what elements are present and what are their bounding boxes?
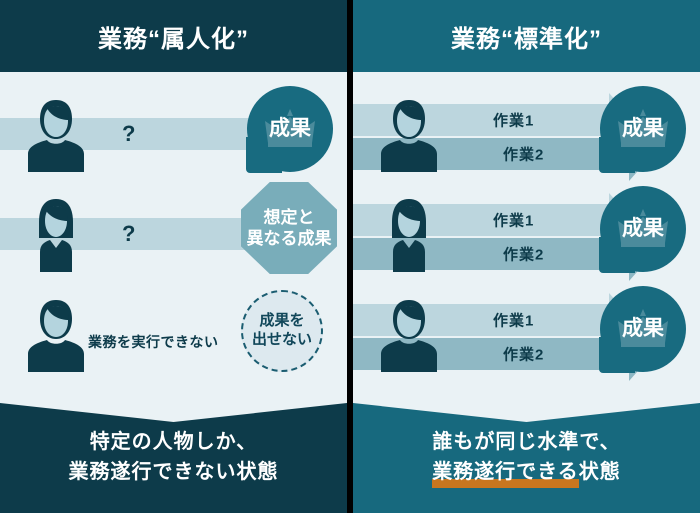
right-footer-line-1: 誰もが同じ水準で、: [432, 430, 621, 453]
left-row-2-badge-line2: 異なる成果: [246, 229, 332, 248]
crown-icon: [618, 209, 668, 247]
right-row-1-outcome-badge: 成果: [599, 86, 686, 173]
crown-icon: [265, 109, 315, 147]
left-panel-header: 業務“属人化”: [0, 0, 347, 72]
badge-tail-shape: [246, 137, 282, 173]
left-row-3-badge-line1: 成果を: [259, 312, 305, 330]
left-row-2-arrow-label: ?: [122, 221, 137, 246]
right-row-1-arrow-2-label: 作業2: [503, 146, 545, 164]
right-row-2-arrow-1-label: 作業1: [493, 212, 535, 230]
crown-icon: [618, 309, 668, 347]
left-row-2: ? 想定と 異なる成果: [0, 182, 347, 282]
crown-icon: [618, 109, 668, 147]
left-panel: 業務“属人化” ?: [0, 0, 347, 513]
left-row-1-outcome-badge: 成果: [246, 86, 333, 173]
right-footer-line-2-rest: 状態: [578, 460, 621, 483]
badge-tail-shape: [599, 237, 635, 273]
right-row-3: 作業1 作業2: [353, 282, 700, 382]
right-row-2-badge-label: 成果: [622, 216, 664, 240]
left-row-3-badge-line2: 出せない: [251, 331, 312, 348]
right-row-3-badge-label: 成果: [622, 316, 664, 340]
right-panel-body: 作業1 作業2: [353, 72, 700, 400]
left-row-3-status-text: 業務を実行できない: [88, 334, 219, 350]
right-panel: 業務“標準化” 作業1 作業2: [353, 0, 700, 513]
left-row-1: ? 成果: [0, 82, 347, 182]
right-row-1-badge-label: 成果: [622, 116, 664, 140]
left-footer-line-1: 特定の人物しか、: [89, 430, 258, 453]
left-row-1-arrow-label: ?: [122, 121, 137, 146]
right-footer-line-2: 業務遂行できる状態: [432, 457, 621, 488]
right-row-1: 作業1 作業2: [353, 82, 700, 182]
person-male-icon: [377, 94, 441, 172]
right-panel-footer: 誰もが同じ水準で、 業務遂行できる状態: [353, 400, 700, 513]
right-row-3-outcome-badge: 成果: [599, 286, 686, 373]
right-row-3-arrow-1-label: 作業1: [493, 312, 535, 330]
person-male-icon: [24, 294, 88, 372]
left-row-1-badge-label: 成果: [269, 116, 311, 140]
right-row-2-outcome-badge: 成果: [599, 186, 686, 273]
person-male-icon: [24, 94, 88, 172]
badge-tail-shape: [599, 137, 635, 173]
left-panel-body: ? 成果: [0, 72, 347, 400]
footer-notch-shape: [353, 400, 700, 422]
left-row-2-outcome-badge: 想定と 異なる成果: [241, 182, 337, 274]
left-row-3: 業務を実行できない 成果を 出せない: [0, 282, 347, 382]
right-row-2-arrow-2-label: 作業2: [503, 246, 545, 264]
left-footer-line-2: 業務遂行できない状態: [68, 460, 279, 483]
right-row-2: 作業1 作業2: [353, 182, 700, 282]
person-male-icon: [377, 294, 441, 372]
footer-notch-shape: [0, 400, 347, 422]
left-row-3-outcome-badge: 成果を 出せない: [241, 290, 323, 372]
right-row-1-arrow-1-label: 作業1: [493, 112, 535, 130]
panel-divider: [347, 0, 353, 513]
left-row-2-badge-line1: 想定と: [263, 207, 315, 227]
right-footer-highlight: 業務遂行できる: [432, 457, 579, 488]
right-panel-header: 業務“標準化”: [353, 0, 700, 72]
badge-tail-shape: [599, 337, 635, 373]
person-female-icon: [377, 194, 441, 272]
left-panel-footer: 特定の人物しか、 業務遂行できない状態: [0, 400, 347, 513]
right-row-3-arrow-2-label: 作業2: [503, 346, 545, 364]
person-female-icon: [24, 194, 88, 272]
